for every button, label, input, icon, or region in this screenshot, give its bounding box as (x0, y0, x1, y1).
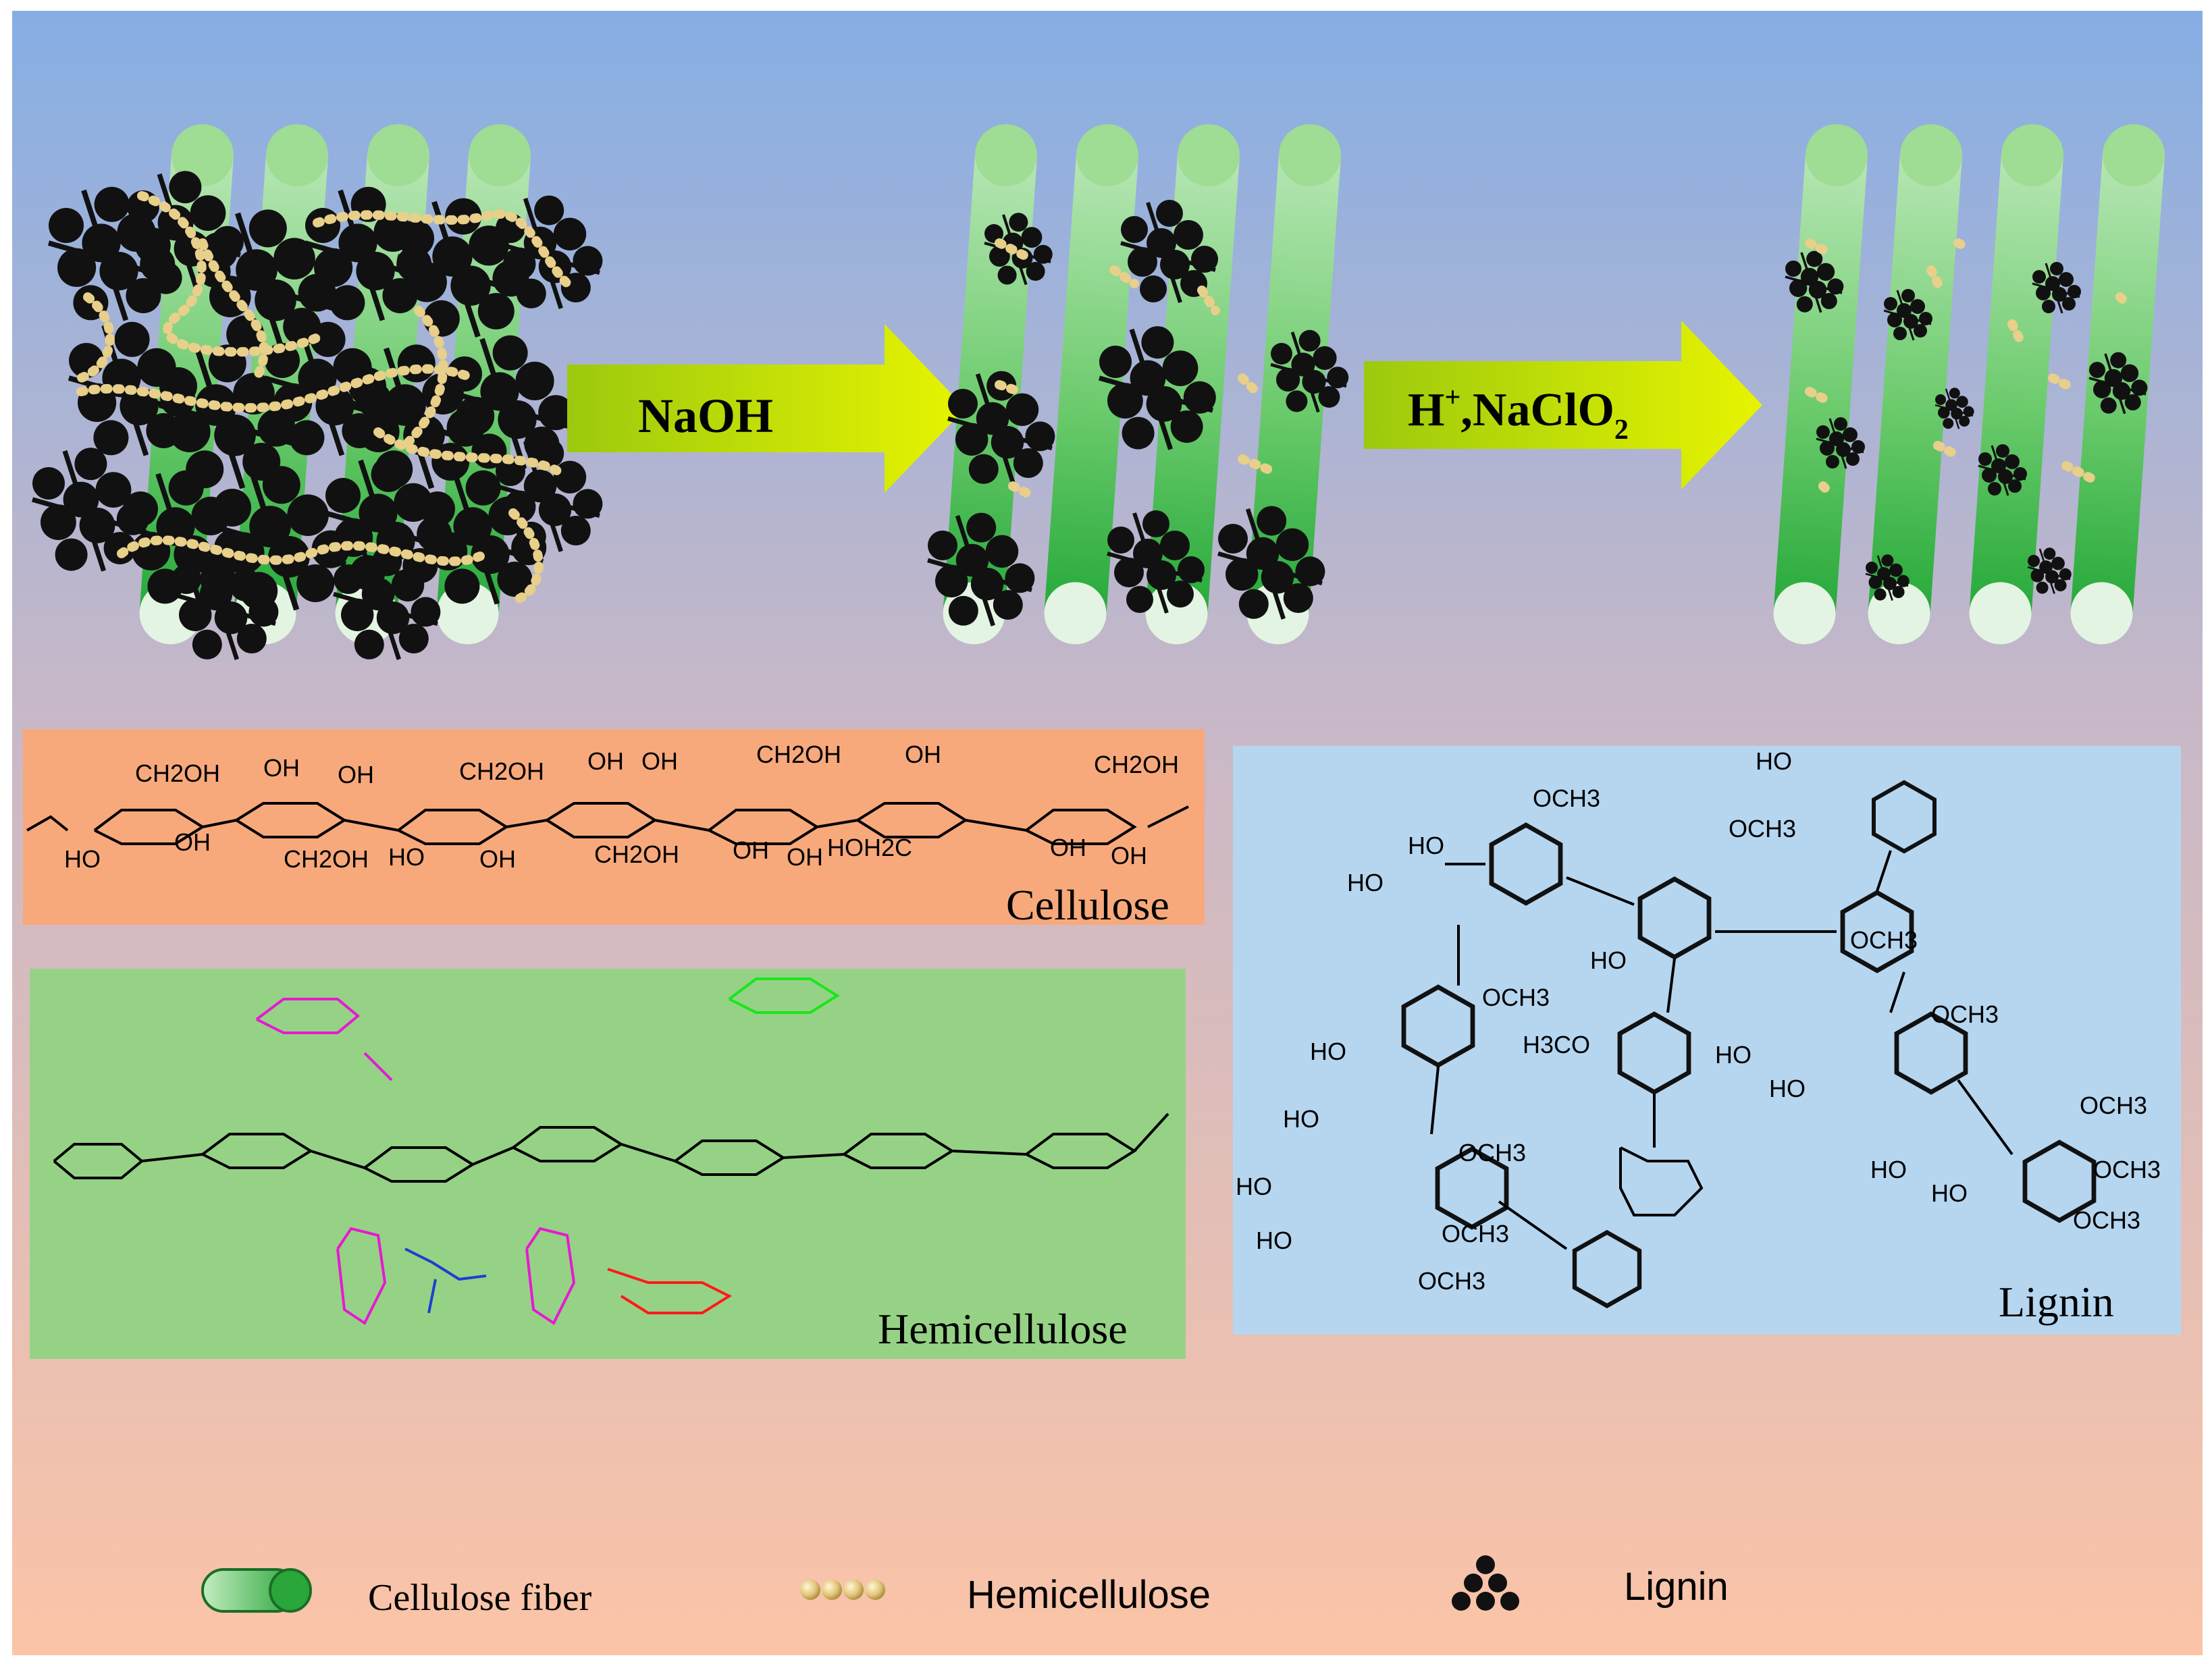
hemicellulose-chains (76, 191, 572, 606)
legend: Cellulose fiber Hemicellulose Lignin (201, 1555, 1729, 1619)
lignin-label: OCH3 (2073, 1206, 2140, 1234)
xylan-backbone (53, 1112, 1169, 1183)
legend-lignin-icon (1452, 1555, 1519, 1611)
cellulose-label: OH (1050, 834, 1086, 861)
cellulose-title: Cellulose (1006, 881, 1169, 929)
cellulose-label: OH (733, 836, 769, 864)
legend-lignin-label: Lignin (1624, 1565, 1729, 1609)
cellulose-label: HO (64, 845, 101, 873)
lignin-structure (1404, 782, 2094, 1306)
cellulose-label: CH2OH (135, 759, 220, 787)
acetyl-group (404, 1247, 487, 1314)
arabinose-lower (336, 1227, 576, 1325)
lignin-label: OCH3 (1931, 1000, 1999, 1028)
lignin-label: OCH3 (1458, 1139, 1526, 1166)
arrow-naoh: NaOH (567, 324, 966, 493)
lignin-title: Lignin (1999, 1278, 2114, 1326)
cellulose-label: OH (479, 845, 516, 873)
lignin-label: HO (1590, 946, 1627, 974)
legend-hemicellulose-icon (800, 1580, 885, 1600)
lignin-label: OCH3 (2080, 1092, 2147, 1119)
lignin-label: OCH3 (1533, 784, 1600, 812)
cellulose-label: HOH2C (827, 834, 912, 861)
cellulose-label: CH2OH (284, 845, 369, 873)
cellulose-label: OH (338, 761, 374, 788)
cellulose-label: CH2OH (1094, 751, 1179, 778)
lignin-label: HO (1715, 1041, 1752, 1069)
cellulose-label: OH (641, 747, 678, 775)
arrow-acid-chlorite: H+,NaClO2 (1364, 321, 1762, 489)
cellulose-panel: CH2OH OH OH CH2OH OH OH CH2OH OH CH2OH H… (23, 729, 1205, 929)
stage-alkali-treated (928, 122, 1348, 647)
galactose-unit (607, 1268, 733, 1314)
lignin-label: HO (1408, 832, 1444, 859)
lignin-label: H3CO (1523, 1031, 1590, 1058)
legend-fiber-icon (201, 1568, 312, 1613)
cellulose-structure (26, 802, 1189, 845)
cellulose-label: OH (263, 754, 300, 782)
legend-fiber-label: Cellulose fiber (368, 1577, 592, 1619)
reagent-acid-chlorite: H+,NaClO2 (1408, 382, 1629, 446)
lignin-label: OCH3 (1482, 984, 1550, 1011)
cellulose-label: CH2OH (594, 840, 679, 868)
cellulose-label: OH (905, 741, 941, 768)
cellulose-label: CH2OH (459, 757, 544, 785)
hemicellulose-title: Hemicellulose (878, 1305, 1128, 1353)
legend-hemicellulose-label: Hemicellulose (967, 1573, 1211, 1617)
cellulose-label: OH (1111, 842, 1147, 869)
lignin-label: HO (1236, 1173, 1272, 1200)
cellulose-label: OH (587, 747, 624, 775)
lignin-label: OCH3 (2093, 1156, 2161, 1183)
lignin-label: OCH3 (1442, 1220, 1509, 1247)
lignin-label: HO (1870, 1156, 1907, 1183)
lignin-label: HO (1931, 1179, 1968, 1207)
lignin-label: HO (1283, 1105, 1319, 1133)
cellulose-label: HO (388, 843, 425, 871)
lignin-label: OCH3 (1850, 926, 1918, 954)
cellulose-label: OH (787, 843, 823, 871)
stage-raw-biomass (32, 122, 602, 660)
lignin-label: HO (1756, 747, 1792, 775)
cellulose-label: OH (174, 828, 211, 856)
reagent-naoh: NaOH (638, 389, 773, 443)
cellulose-label: CH2OH (756, 741, 841, 768)
lignin-panel: HO OCH3 HO HO OCH3 OCH3 HO OCH3 H3CO HO … (1233, 746, 2181, 1335)
glucose-side (728, 977, 840, 1014)
lignin-label: HO (1256, 1227, 1292, 1254)
lignin-label: HO (1769, 1075, 1806, 1102)
lignin-label: HO (1310, 1038, 1346, 1065)
stage-bleached (1771, 122, 2167, 647)
arabinose-top (255, 998, 393, 1081)
hemicellulose-panel: Hemicellulose (30, 969, 1186, 1359)
lignin-label: OCH3 (1729, 815, 1796, 842)
lignin-label: OCH3 (1418, 1267, 1485, 1295)
lignin-label: HO (1347, 869, 1384, 896)
